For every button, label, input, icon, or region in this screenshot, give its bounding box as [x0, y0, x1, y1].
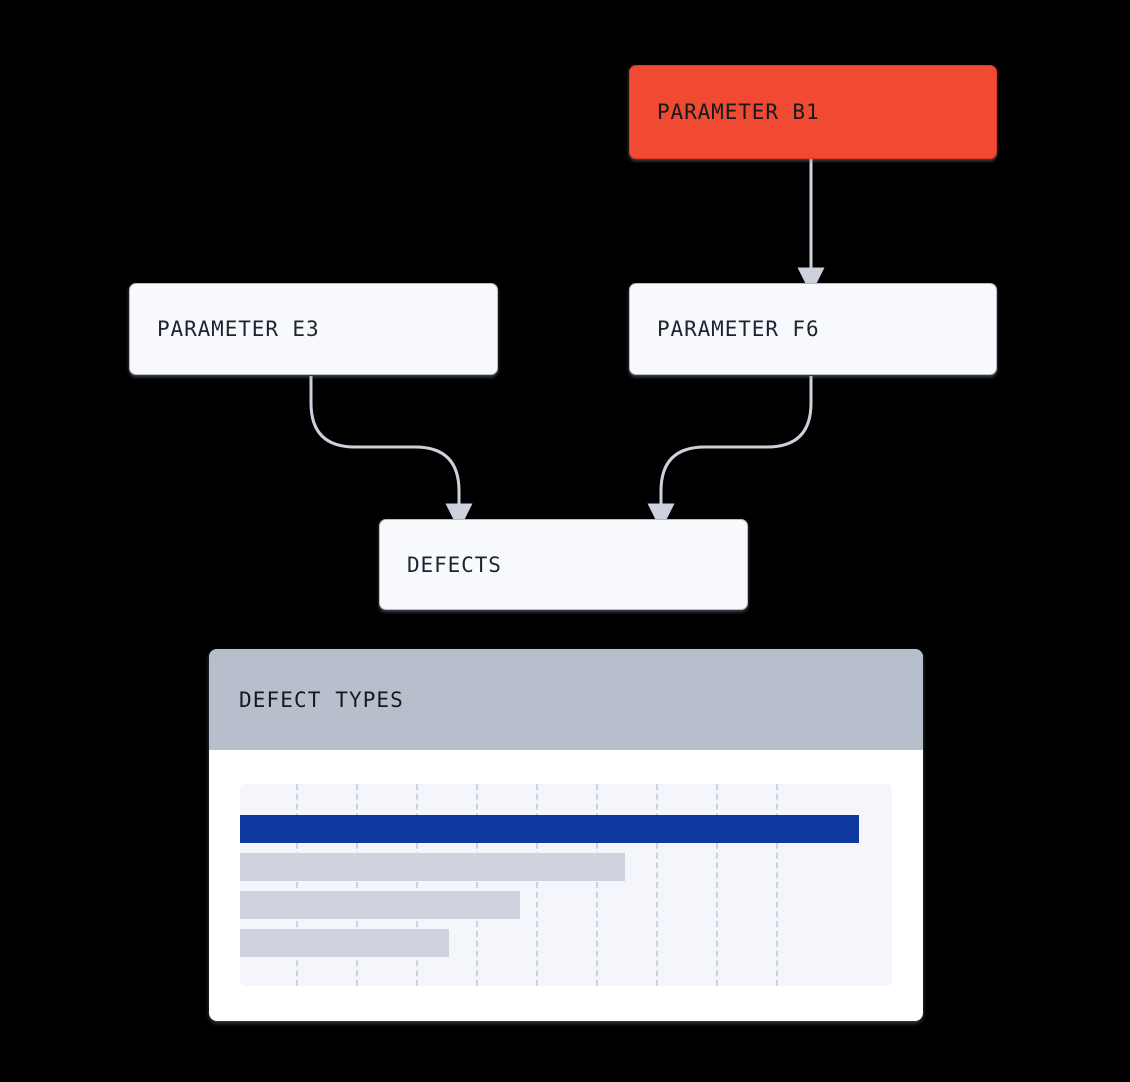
node-parameter-f6[interactable]: PARAMETER F6 — [629, 283, 997, 375]
chart-gridline — [416, 784, 419, 986]
defect-types-panel-header: DEFECT TYPES — [209, 649, 923, 750]
chart-gridline — [536, 784, 538, 986]
chart-bar[interactable] — [240, 929, 449, 957]
chart-gridline — [356, 784, 359, 986]
node-defects[interactable]: DEFECTS — [379, 519, 748, 610]
chart-gridline — [655, 784, 658, 986]
chart-gridline — [775, 784, 778, 986]
chart-gridline — [715, 784, 718, 986]
defect-types-panel-title: DEFECT TYPES — [239, 687, 404, 712]
node-parameter-f6-label: PARAMETER F6 — [657, 317, 820, 341]
node-defects-label: DEFECTS — [407, 552, 502, 577]
defect-types-chart — [209, 750, 923, 1021]
chart-bar[interactable] — [240, 815, 860, 843]
edge-f6-to-defects — [647, 376, 813, 531]
chart-gridline — [595, 784, 598, 986]
chart-gridline — [296, 784, 299, 986]
edge-e3-to-defects — [309, 376, 473, 531]
bar-chart-plot-area — [240, 784, 892, 986]
node-parameter-e3[interactable]: PARAMETER E3 — [129, 283, 498, 375]
chart-bar[interactable] — [240, 853, 625, 881]
node-parameter-e3-label: PARAMETER E3 — [157, 317, 320, 341]
node-parameter-b1[interactable]: PARAMETER B1 — [629, 65, 997, 159]
node-parameter-b1-label: PARAMETER B1 — [657, 100, 820, 124]
chart-gridline — [476, 784, 479, 986]
chart-bar[interactable] — [240, 891, 521, 919]
defect-types-panel: DEFECT TYPES — [209, 649, 923, 1021]
